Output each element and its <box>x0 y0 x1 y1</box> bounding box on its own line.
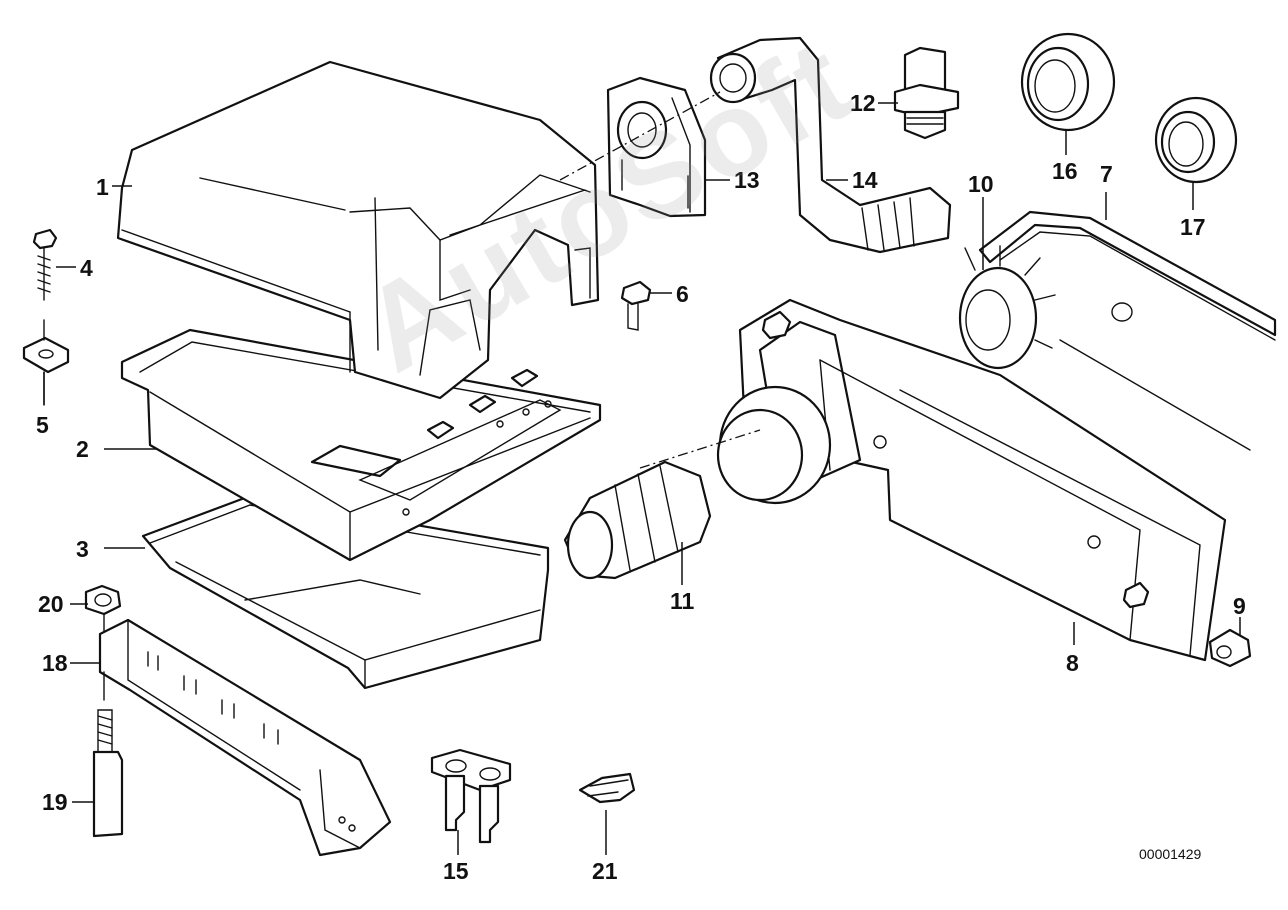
callout-10: 10 <box>968 171 994 197</box>
part-3-lower-tray <box>141 494 550 690</box>
callout-14: 14 <box>852 167 878 193</box>
part-19-spacer-stud <box>92 709 124 838</box>
assembly-axis <box>639 429 761 469</box>
part-1-upper-cover <box>116 60 600 400</box>
callout-20: 20 <box>38 591 64 617</box>
leader-lines <box>43 102 1241 855</box>
callout-16: 16 <box>1052 158 1078 184</box>
part-15-twin-nozzle <box>430 748 512 844</box>
callout-13: 13 <box>734 167 760 193</box>
part-17-seal-ring <box>1154 96 1238 184</box>
callout-18: 18 <box>42 650 68 676</box>
part-10-fin-grommet <box>958 245 1056 370</box>
callout-4: 4 <box>80 255 93 281</box>
part-12-sensor <box>893 46 960 140</box>
part-13-grommet-bracket <box>606 76 707 218</box>
callout-15: 15 <box>443 858 469 884</box>
callout-7: 7 <box>1100 161 1113 187</box>
callout-3: 3 <box>76 536 89 562</box>
callout-1: 1 <box>96 174 109 200</box>
part-5-clip <box>22 319 70 406</box>
part-2-lower-housing <box>120 328 602 562</box>
callout-12: 12 <box>850 90 876 116</box>
callout-19: 19 <box>42 789 68 815</box>
part-11-bellows <box>563 460 712 580</box>
part-7-gasket <box>978 210 1277 451</box>
part-21-clip <box>578 772 636 804</box>
callout-11: 11 <box>670 588 695 614</box>
part-6-screw <box>620 280 652 331</box>
callout-8: 8 <box>1066 650 1079 676</box>
part-18-bracket <box>98 618 392 857</box>
duct-ring <box>716 385 832 505</box>
callout-5: 5 <box>36 412 49 438</box>
part-14-hose <box>709 36 952 254</box>
callout-17: 17 <box>1180 214 1206 240</box>
part-20-nut <box>84 584 122 633</box>
part-9-nut <box>1208 628 1252 668</box>
callout-6: 6 <box>676 281 689 307</box>
part-4-screw <box>32 228 58 301</box>
callout-2: 2 <box>76 436 89 462</box>
callout-9: 9 <box>1233 593 1246 619</box>
part-16-seal-ring <box>1020 32 1116 132</box>
diagram-reference-number: 00001429 <box>1139 846 1202 862</box>
callout-21: 21 <box>592 858 618 884</box>
